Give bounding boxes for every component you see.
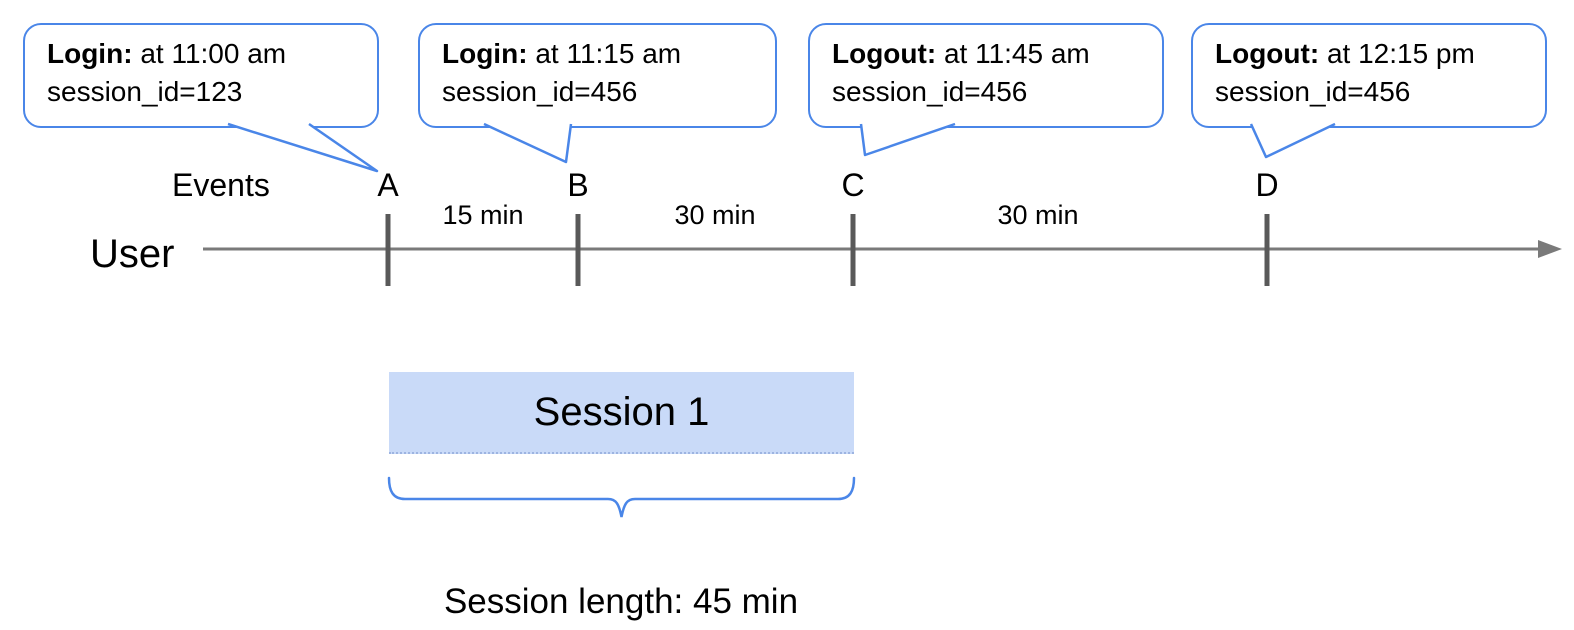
- callout-session-id-label: session_id=456: [442, 76, 638, 107]
- callout-time-label: at 11:00 am: [140, 38, 287, 69]
- callout-action-label: Logout:: [1215, 38, 1320, 69]
- callout-session-id-label: session_id=456: [1215, 76, 1411, 107]
- session-length-label: Session length: 45 min: [443, 582, 799, 621]
- event-marker-c: C: [841, 167, 865, 203]
- interval-label-c-d: 30 min: [997, 200, 1079, 230]
- callout-session-id-label: session_id=123: [47, 76, 243, 107]
- callout-login-event-b: Login: at 11:15 am session_id=456: [418, 23, 777, 128]
- callout-line-time: Logout: at 11:45 am: [832, 35, 1162, 73]
- callout-logout-event-d: Logout: at 12:15 pm session_id=456: [1191, 23, 1547, 128]
- callout-logout-event-c: Logout: at 11:45 am session_id=456: [808, 23, 1164, 128]
- interval-label-a-b: 15 min: [442, 200, 524, 230]
- callout-tail-d: [1249, 122, 1336, 159]
- callout-action-label: Login:: [47, 38, 133, 69]
- callout-line-time: Logout: at 12:15 pm: [1215, 35, 1545, 73]
- callout-line-time: Login: at 11:00 am: [47, 35, 377, 73]
- session-brace: [387, 476, 856, 518]
- event-marker-a: A: [377, 167, 399, 203]
- callout-tail-a: [227, 122, 379, 173]
- callout-action-label: Login:: [442, 38, 528, 69]
- event-marker-d: D: [1255, 167, 1279, 203]
- interval-label-b-c: 30 min: [674, 200, 756, 230]
- events-row-label: Events: [172, 167, 270, 203]
- user-row-label: User: [90, 232, 175, 276]
- callout-line-time: Login: at 11:15 am: [442, 35, 775, 73]
- callout-action-label: Logout:: [832, 38, 937, 69]
- callout-time-label: at 11:15 am: [535, 38, 682, 69]
- callout-session-id-label: session_id=456: [832, 76, 1028, 107]
- callout-tail-c: [859, 122, 956, 157]
- session-box-label: Session 1: [533, 389, 710, 434]
- callout-login-event-a: Login: at 11:00 am session_id=123: [23, 23, 379, 128]
- session-box: Session 1: [389, 372, 854, 454]
- callout-time-label: at 12:15 pm: [1326, 38, 1475, 69]
- timeline-arrowhead-icon: [1538, 240, 1562, 258]
- event-marker-b: B: [567, 167, 589, 203]
- callout-time-label: at 11:45 am: [943, 38, 1090, 69]
- callout-tail-b: [483, 122, 573, 164]
